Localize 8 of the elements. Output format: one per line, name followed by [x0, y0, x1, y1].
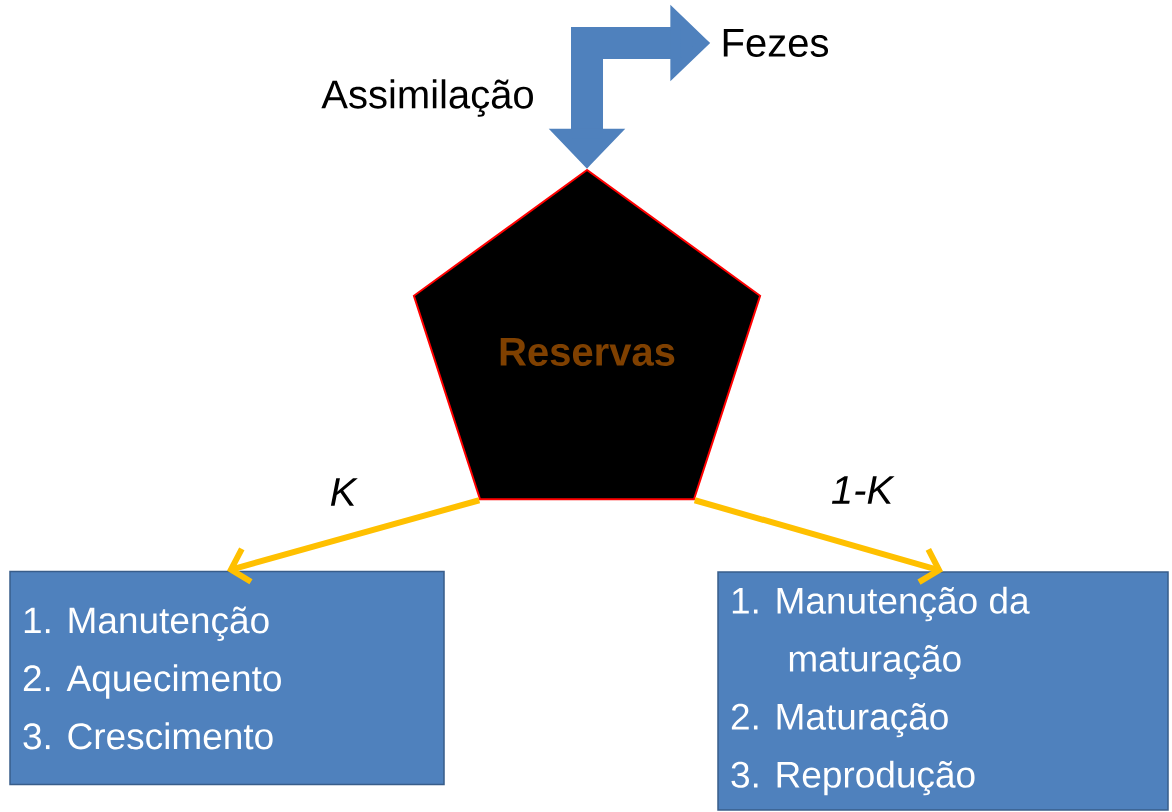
list-box: 1. Manutenção da maturação 2. Maturação 3. Reprodução [717, 571, 1169, 811]
edge-label: 1-K [831, 476, 895, 504]
arrow [227, 497, 481, 585]
edge-label: Assimilação [321, 79, 533, 117]
text-label: Fezes [723, 29, 828, 57]
arrow [693, 497, 943, 585]
edge-label: K [330, 478, 358, 506]
list-box: 1. Manutenção 2. Aquecimento 3. Crescimento [9, 570, 445, 786]
